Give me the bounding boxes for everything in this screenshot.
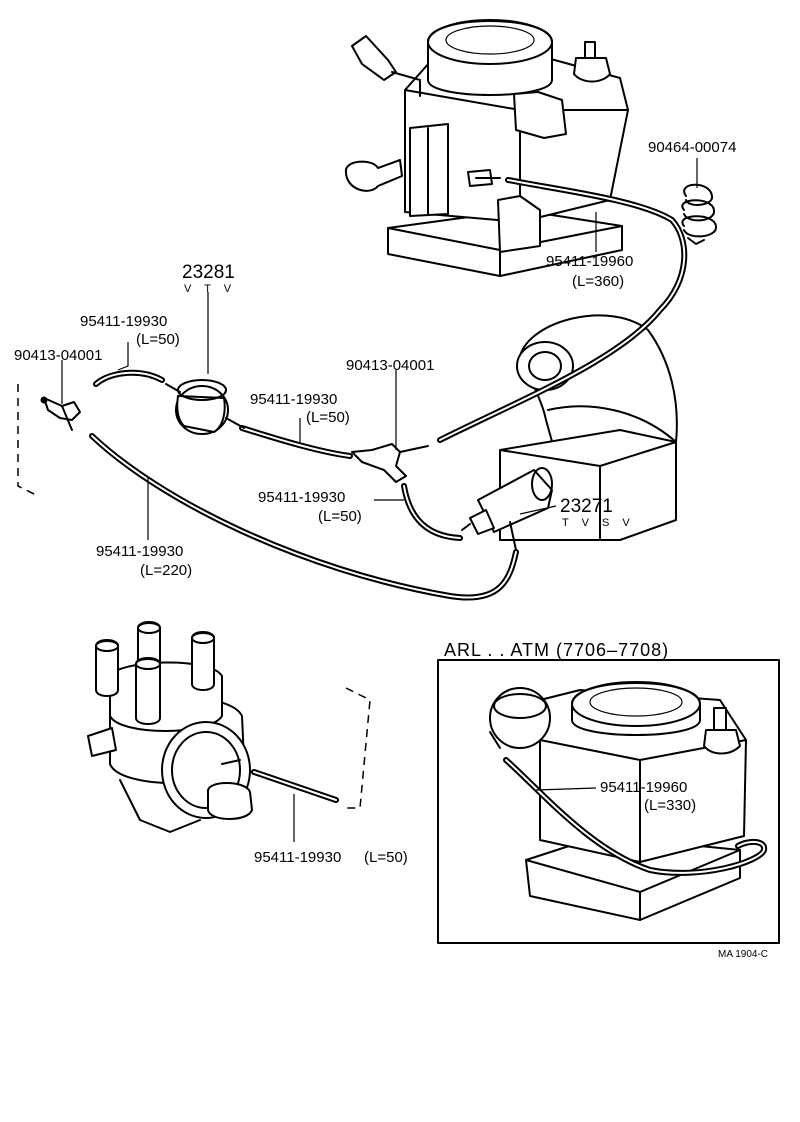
label-hose-long-len: (L=220) bbox=[140, 562, 192, 579]
label-tvsv-code: T V S V bbox=[562, 517, 635, 529]
label-inset-hose: 95411-19960 bbox=[600, 779, 687, 796]
leader-lines bbox=[61, 158, 698, 842]
inset-frame bbox=[437, 659, 780, 944]
label-tvsv-part: 23271 bbox=[560, 496, 613, 517]
label-hose-tvsv-len: (L=50) bbox=[318, 508, 362, 525]
label-hose-tvsv: 95411-19930 bbox=[258, 489, 345, 506]
label-joint-left: 90413-04001 bbox=[14, 347, 102, 364]
label-hose-long: 95411-19930 bbox=[96, 543, 183, 560]
label-vtv-code: V T V bbox=[184, 283, 236, 295]
inset-carburetor bbox=[489, 681, 768, 921]
label-hose-vtv-left-len: (L=50) bbox=[136, 331, 180, 348]
label-hose-dist: 95411-19930 bbox=[254, 849, 341, 866]
label-hose-vtv-left: 95411-19930 bbox=[80, 313, 167, 330]
mount-line-left bbox=[17, 384, 39, 497]
vtv-valve bbox=[165, 379, 245, 435]
label-hose-top-len: (L=360) bbox=[572, 273, 624, 290]
label-hose-center-len: (L=50) bbox=[306, 409, 350, 426]
label-vtv-part: 23281 bbox=[182, 262, 235, 283]
joint-mid bbox=[351, 443, 429, 483]
joint-left bbox=[40, 396, 81, 431]
inset-title: ARL . . ATM (7706–7708) bbox=[444, 640, 669, 660]
mount-line-dist bbox=[345, 687, 371, 809]
carburetor bbox=[345, 19, 629, 277]
distributor bbox=[87, 621, 253, 833]
hoses bbox=[89, 177, 688, 803]
label-hose-dist-len: (L=50) bbox=[364, 849, 408, 866]
label-clamp: 90464-00074 bbox=[648, 139, 736, 156]
clamp-spring bbox=[681, 183, 717, 245]
air-intake-elbow bbox=[499, 314, 678, 541]
label-joint-mid: 90413-04001 bbox=[346, 357, 434, 374]
label-hose-center: 95411-19930 bbox=[250, 391, 337, 408]
label-inset-hose-len: (L=330) bbox=[644, 797, 696, 814]
label-hose-top: 95411-19960 bbox=[546, 253, 633, 270]
tvsv-valve bbox=[461, 467, 553, 551]
figure-ref: MA 1904-C bbox=[718, 949, 768, 960]
